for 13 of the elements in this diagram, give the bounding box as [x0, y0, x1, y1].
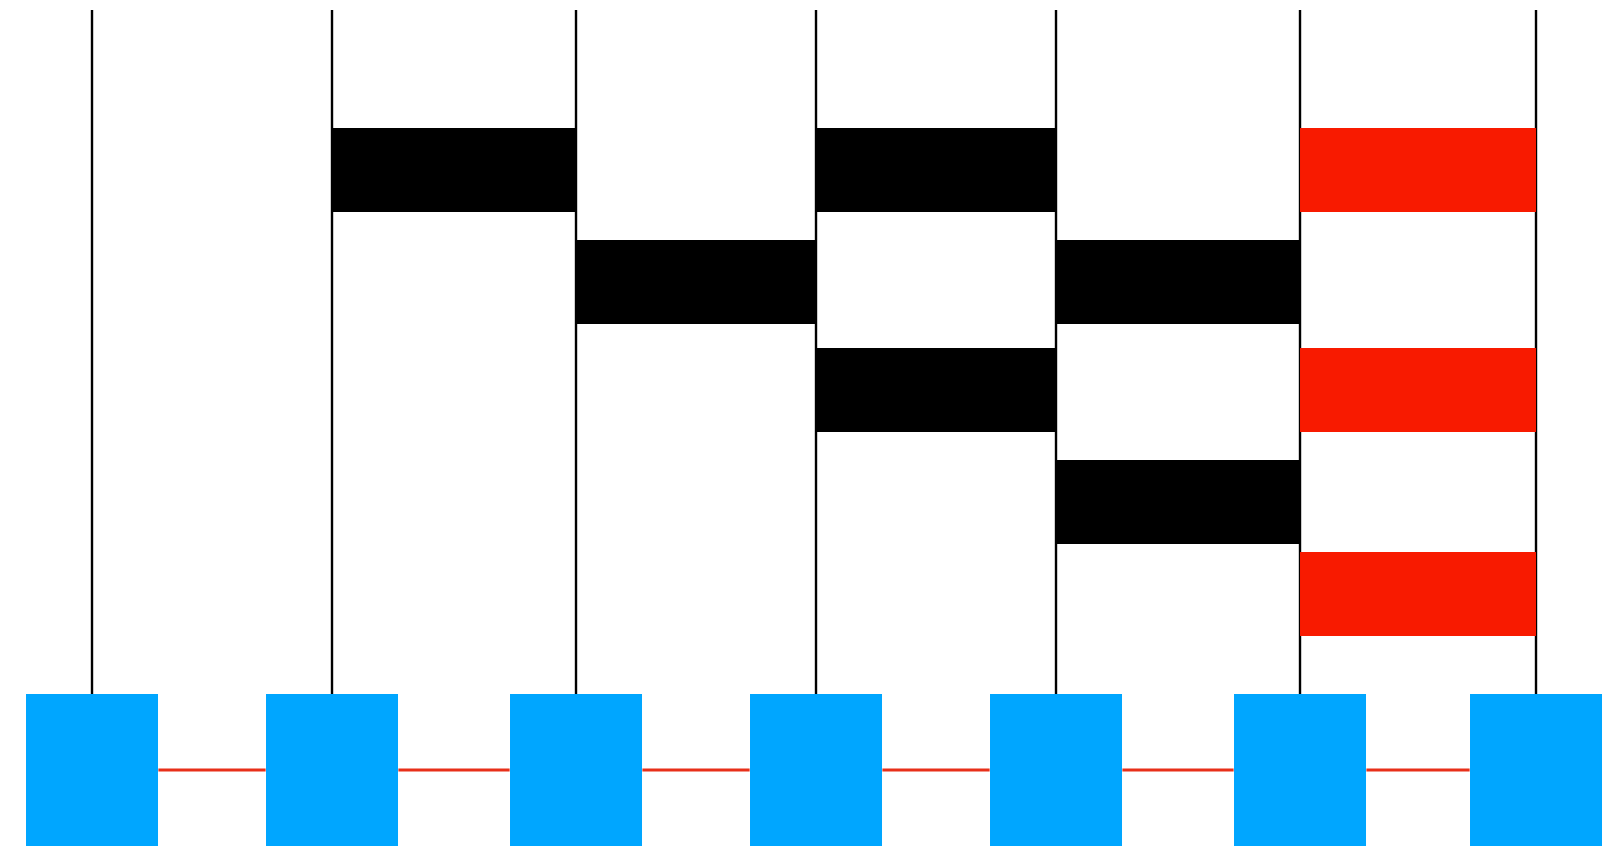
square-block: [1470, 694, 1602, 846]
connector-line: [1122, 768, 1234, 772]
square-block: [26, 694, 158, 846]
square-block: [510, 694, 642, 846]
connector-line: [398, 768, 510, 772]
connector-line: [1366, 768, 1470, 772]
square-block: [266, 694, 398, 846]
connector-line: [882, 768, 990, 772]
square-block: [990, 694, 1122, 846]
square-block: [750, 694, 882, 846]
connector-line: [158, 768, 266, 772]
connector-line: [642, 768, 750, 772]
square-block: [1234, 694, 1366, 846]
